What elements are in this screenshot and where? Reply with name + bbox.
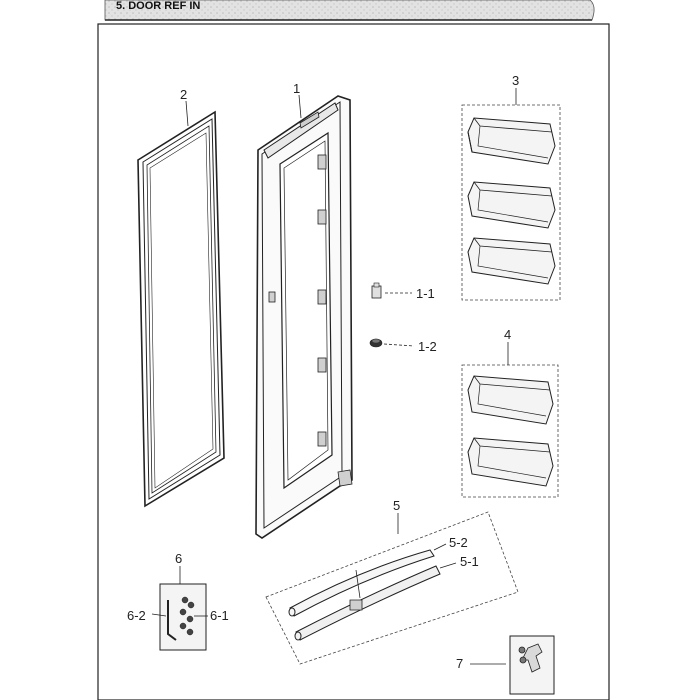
part-label-guard-set-small: 4	[504, 327, 511, 342]
handle-cover-part	[288, 549, 435, 617]
section-header: 5. DOOR REF IN	[104, 0, 595, 21]
door-frame-part	[255, 95, 353, 539]
leader-line	[185, 100, 189, 127]
door-guard	[467, 117, 556, 165]
guard-set-large-box	[461, 104, 561, 301]
guard-set-small-box	[461, 364, 559, 498]
allen-key-part	[167, 600, 177, 641]
leader-line	[151, 613, 167, 617]
part-label-handle-cover: 5-2	[449, 535, 468, 550]
handle-set-box	[265, 511, 519, 665]
screws-part	[179, 596, 195, 636]
part-label-handle-body: 5-1	[460, 554, 479, 569]
part-label-allen-key: 6-2	[127, 608, 146, 623]
leader-line	[383, 343, 415, 347]
leader-line	[439, 562, 457, 569]
part-label-screws: 6-1	[210, 608, 229, 623]
part-label-screw-kit: 6	[175, 551, 182, 566]
door-guard	[467, 237, 556, 285]
leader-line	[298, 94, 302, 119]
part-label-gasket: 2	[180, 87, 187, 102]
screw-kit-bag	[159, 583, 207, 651]
cap-part	[369, 338, 383, 348]
gasket-part	[137, 110, 225, 508]
part-label-door-frame: 1	[293, 81, 300, 96]
diagram-border	[97, 23, 610, 700]
door-guard	[467, 375, 554, 425]
wrench-part	[518, 643, 543, 673]
part-label-hinge-clip: 1-1	[416, 286, 435, 301]
door-guard	[467, 437, 554, 487]
hinge-clip-part	[371, 282, 382, 299]
door-guard	[467, 181, 556, 229]
part-label-guard-set-large: 3	[512, 73, 519, 88]
part-label-wrench-kit: 7	[456, 656, 463, 671]
leader-line	[433, 543, 447, 551]
part-label-cap: 1-2	[418, 339, 437, 354]
handle-body-part	[294, 565, 441, 641]
section-title: 5. DOOR REF IN	[116, 0, 200, 12]
part-label-handle-set: 5	[393, 498, 400, 513]
